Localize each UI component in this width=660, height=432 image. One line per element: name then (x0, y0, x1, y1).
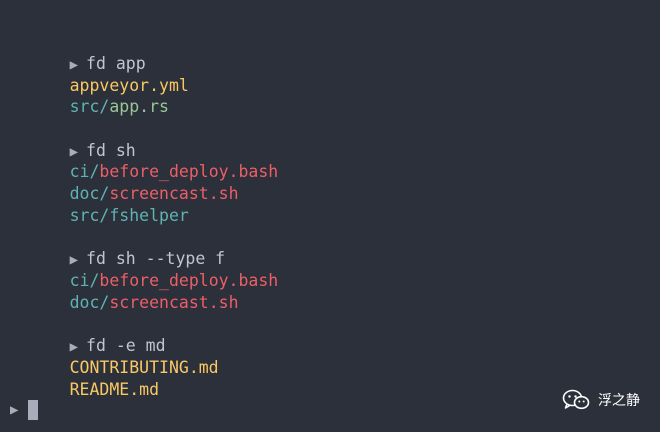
result-file: fshelper (109, 206, 189, 226)
text-cursor[interactable] (28, 400, 39, 420)
result-file: CONTRIBUTING.md (69, 358, 219, 378)
result-line: doc/screencast.sh (10, 270, 660, 312)
prompt-arrow-icon: ▶ (69, 143, 79, 160)
wechat-icon (562, 389, 590, 411)
result-line: ci/before_deploy.bash (10, 140, 660, 181)
command-line: ▶ fd -e md (10, 313, 660, 355)
result-line: README.md (10, 357, 660, 399)
command-text: fd sh --type f (86, 249, 226, 269)
command-text: fd -e md (86, 336, 166, 356)
result-directory: ci/ (69, 271, 100, 291)
active-prompt[interactable]: ▶ (10, 398, 39, 422)
result-line: src/app.rs (10, 75, 660, 116)
terminal-output: ▶ fd app appveyor.yml src/app.rs ▶ fd sh c… (10, 31, 660, 400)
result-line: src/fshelper (10, 183, 660, 225)
result-line: doc/screencast.sh (10, 161, 660, 203)
command-text: fd app (86, 53, 146, 73)
watermark-text: 浮之静 (598, 393, 640, 409)
result-directory: src/ (69, 97, 110, 117)
command-block: ▶ fd sh ci/before_deploy.bash doc/screenc… (10, 118, 660, 225)
result-file: README.md (69, 379, 160, 399)
result-file: appveyor.yml (69, 75, 189, 95)
prompt-arrow-icon: ▶ (69, 339, 79, 356)
result-line: ci/before_deploy.bash (10, 248, 660, 290)
result-file: app.rs (109, 97, 169, 117)
result-directory: src/ (69, 206, 110, 226)
prompt-arrow-icon: ▶ (69, 252, 79, 269)
watermark: 浮之静 (562, 389, 640, 411)
command-block: ▶ fd sh --type f ci/before_deploy.bash do… (10, 227, 660, 312)
prompt-arrow-icon: ▶ (10, 402, 19, 418)
result-directory: ci/ (69, 162, 100, 182)
result-file: before_deploy.bash (99, 271, 279, 291)
result-line: CONTRIBUTING.md (10, 335, 660, 377)
command-line: ▶ fd sh --type f (10, 227, 660, 268)
result-directory: doc/ (69, 292, 110, 312)
result-directory: doc/ (69, 184, 110, 204)
result-file: screencast.sh (109, 184, 239, 204)
command-block: ▶ fd -e md CONTRIBUTING.md README.md (10, 313, 660, 399)
result-line: appveyor.yml (10, 53, 660, 95)
prompt-arrow-icon: ▶ (69, 56, 79, 73)
command-text: fd sh (86, 140, 136, 160)
result-file: before_deploy.bash (99, 162, 279, 182)
command-line: ▶ fd app (10, 31, 660, 73)
command-block: ▶ fd app appveyor.yml src/app.rs (10, 31, 660, 117)
command-line: ▶ fd sh (10, 118, 660, 160)
result-file: screencast.sh (109, 292, 239, 312)
